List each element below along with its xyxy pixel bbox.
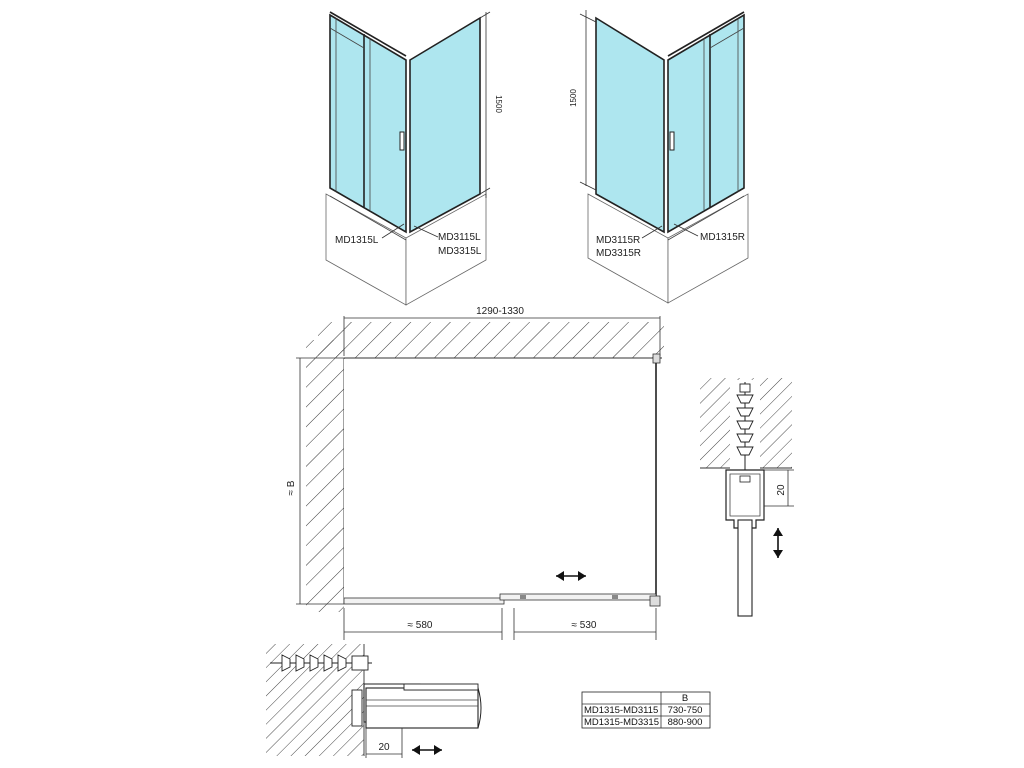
plan-width-label: 1290-1330 [476,306,524,317]
table-row-1-value: 730-750 [668,705,703,716]
wall-anchor-icon-bottom [270,654,372,672]
vertical-adjust-arrow-icon [773,528,783,558]
left-enclosure-view: 1500 MD1315L MD3115L MD3315L [325,11,503,306]
left-side-label-2: MD3315L [438,246,482,257]
right-door-handle [669,131,675,151]
top-wall [318,322,664,358]
slide-arrow-icon [556,571,586,581]
table-row-1-model: MD1315-MD3115 [584,705,658,716]
table-header-b: B [682,693,688,704]
right-side-label-1: MD3115R [596,235,640,246]
plan-view: 1290-1330 ≈ B ≈ 580 ≈ 530 [286,306,664,640]
profile-detail-bottom: 20 [266,644,482,758]
left-door-label: MD1315L [335,235,379,246]
plan-depth-label: ≈ B [286,480,297,495]
table-row-2-value: 880-900 [668,717,703,728]
profile-detail-top: 20 [700,378,794,617]
plan-fixed-panel [343,597,505,605]
table-row-2-model: MD1315-MD3315 [584,717,659,728]
left-side-label-1: MD3115L [438,232,481,243]
left-door-handle [399,131,405,151]
right-height-label: 1500 [569,89,578,107]
size-table: B MD1315-MD3115 730-750 MD1315-MD3315 88… [581,691,711,729]
side-profile-dim-label: 20 [776,484,787,496]
left-door-glass [329,14,407,233]
bottom-profile-dim-label: 20 [378,742,390,753]
right-side-label-2: MD3315R [596,248,641,259]
right-door-label: MD1315R [700,232,745,243]
right-enclosure-view: 1500 MD3115R MD3315R MD1315R [569,10,749,304]
horizontal-adjust-arrow-icon [412,745,442,755]
right-door-glass [667,14,745,233]
left-height-label: 1500 [494,95,503,113]
plan-left-segment-label: ≈ 580 [408,620,433,631]
plan-right-segment-label: ≈ 530 [572,620,597,631]
left-wall [306,340,344,612]
wall-anchor-icon [736,382,754,470]
